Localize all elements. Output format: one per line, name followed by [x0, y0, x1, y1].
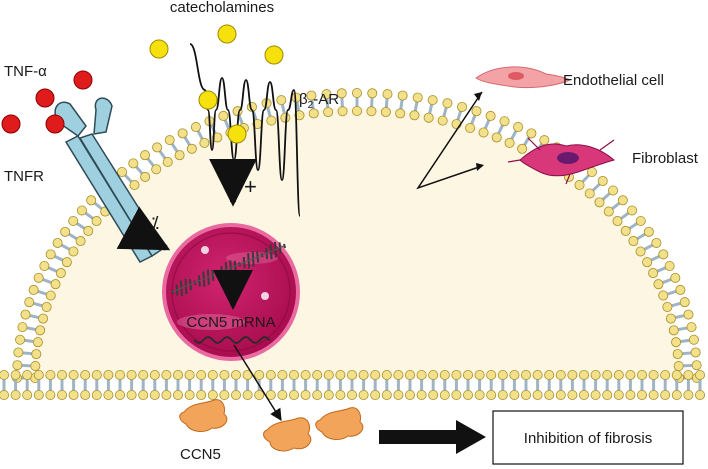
- label-plus-sign: +: [244, 174, 257, 199]
- tnf-alpha-molecules: [1, 70, 93, 134]
- inhibition-arrow: [379, 420, 486, 454]
- ccn5-proteins: [179, 399, 364, 452]
- fibroblast-icon: [507, 137, 616, 185]
- beta2-ar-receptor: [189, 43, 301, 217]
- label-ccn5: CCN5: [180, 446, 221, 463]
- label-tnf-alpha: TNF-α: [4, 63, 47, 80]
- mrna-wave: [193, 336, 271, 344]
- label-inhibit-sign: ⁒: [151, 213, 159, 233]
- curved-cell-membrane: [11, 88, 703, 383]
- arrows-to-cell-types: [416, 91, 483, 190]
- label-tnfr: TNFR: [4, 168, 44, 185]
- flat-cell-membrane: [0, 369, 706, 400]
- label-catecholamines: catecholamines: [170, 0, 274, 16]
- label-ccn5-mrna: CCN5 mRNA: [186, 314, 275, 331]
- label-fibroblast: Fibroblast: [632, 150, 699, 167]
- label-beta2-ar: β2-AR: [299, 91, 339, 111]
- label-endothelial-cell: Endothelial cell: [563, 72, 664, 89]
- translation-arrow: [233, 344, 282, 422]
- tnfr-to-nucleus-arrow: [116, 206, 171, 251]
- inhibition-box: [492, 410, 684, 465]
- label-inhibition-of-fibrosis: Inhibition of fibrosis: [524, 430, 652, 447]
- endothelial-cell-icon: [475, 66, 572, 89]
- catecholamine-molecules: [149, 24, 284, 144]
